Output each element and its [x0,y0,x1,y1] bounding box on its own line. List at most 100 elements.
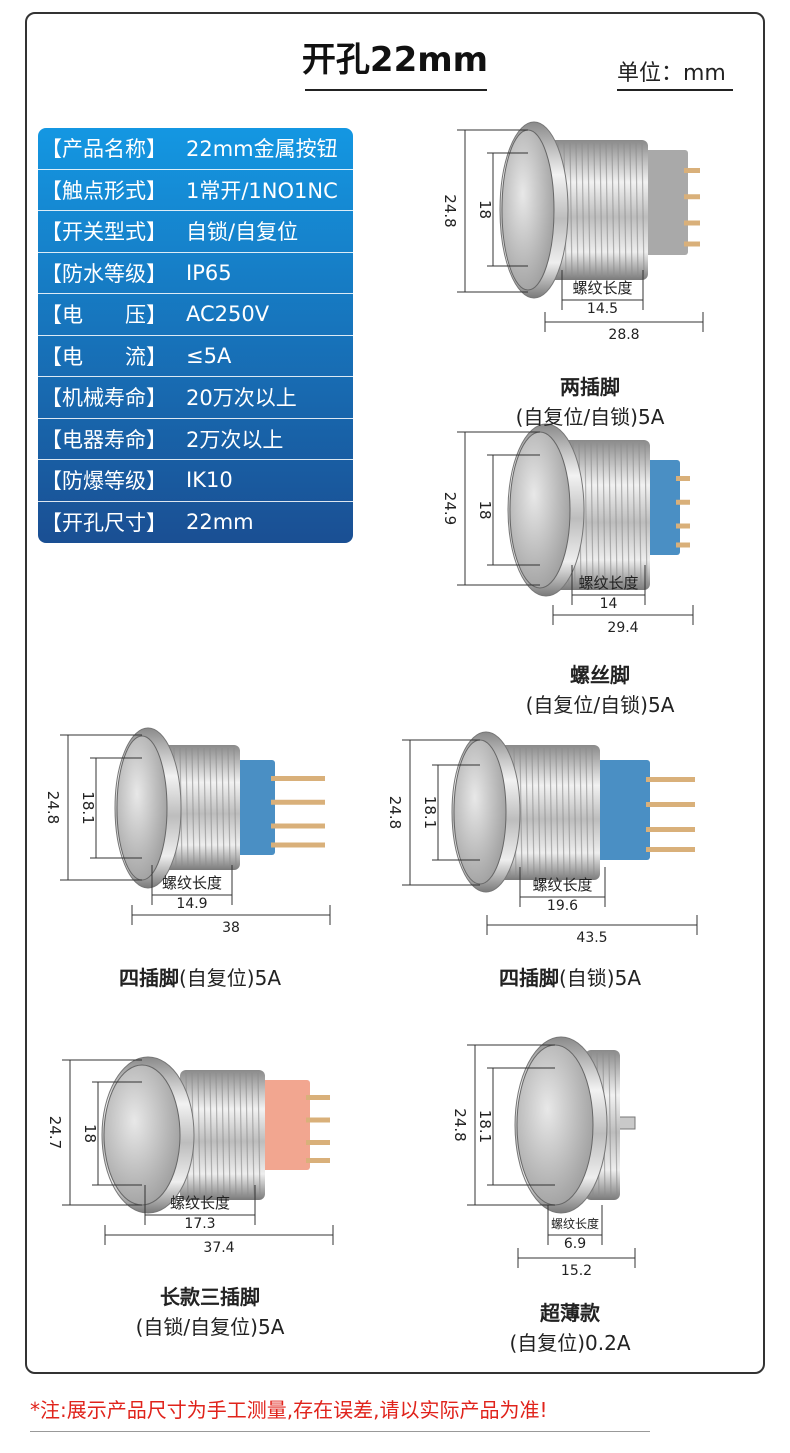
thread-ridge [626,442,630,588]
thread-ridge [605,142,609,278]
thread-ridge [620,442,624,588]
thread-ridge [587,142,591,278]
thread-ridge [591,747,595,878]
button-face [103,1064,181,1206]
thread-ridge [233,747,237,868]
spec-row: 【电 流】≤5A [38,336,353,377]
thread-length-label: 螺纹长度 [572,279,632,297]
thread-length-value: 17.3 [184,1216,215,1232]
thread-ridge [567,747,571,878]
product-mode: (自锁)5A [558,966,642,990]
spec-key: 【机械寿命】 [41,386,167,411]
thread-ridge [584,442,588,588]
spec-row: 【防水等级】IP65 [38,253,353,294]
spec-table: 【产品名称】22mm金属按钮【触点形式】 1常开/1NO1NC 【开关型式】自锁/自… [38,128,353,543]
product-name: 长款三插脚 [160,1285,260,1309]
thread-ridge [638,442,642,588]
total-length-value: 38 [222,920,240,936]
thread-ridge [519,747,523,878]
thread-ridge [635,142,639,278]
thread-length-label: 螺纹长度 [578,574,638,592]
spec-key: 【触点形式】 [41,178,167,203]
title-underline [305,89,487,91]
terminal-pin [684,241,700,247]
threaded-body [540,140,648,280]
unit-label: 单位：mm [617,61,726,86]
terminal-pin [676,542,690,548]
thread-ridge [608,442,612,588]
spec-row: 【电器寿命】2万次以上 [38,419,353,460]
thread-ridge [614,1052,618,1198]
spec-key: 【电 压】 [41,303,167,328]
spec-row: 【防爆等级】IK10 [38,460,353,502]
thread-ridge [209,747,213,868]
inner-diameter-label: 18 [476,200,494,219]
inner-diameter-label: 18.1 [79,791,97,824]
thread-ridge [632,442,636,588]
inner-diameter-label: 18 [476,500,494,519]
product-caption: 四插脚(自锁)5A [499,962,641,991]
spec-value: 自锁/自复位 [186,220,299,245]
product-mode: (自锁/自复位)5A [135,1315,285,1339]
spec-value: IP65 [186,260,232,285]
thread-ridge [537,747,541,878]
thread-ridge [203,1072,207,1198]
thread-ridge [593,142,597,278]
spec-row: 【开孔尺寸】22mm [38,502,353,544]
terminal-block [643,150,688,255]
thread-ridge [569,142,573,278]
thread-ridge [596,442,600,588]
terminal-block [260,1080,310,1170]
outer-diameter-label: 24.8 [441,194,459,227]
terminal-pin [684,194,700,200]
terminal-pin [617,1116,636,1130]
thread-ridge [197,747,201,868]
thread-ridge [617,142,621,278]
thread-ridge [245,1072,249,1198]
inner-diameter-label: 18.1 [476,1110,494,1143]
thread-ridge [555,747,559,878]
spec-key: 【电器寿命】 [41,427,167,452]
thread-ridge [197,1072,201,1198]
button-face [453,739,507,885]
spec-value: 1常开/1NO1NC [186,178,338,203]
spec-value: 20万次以上 [186,386,297,411]
thread-ridge [644,442,648,588]
spec-value: AC250V [186,302,270,327]
thread-ridge [575,142,579,278]
thread-ridge [185,747,189,868]
thread-ridge [221,1072,225,1198]
terminal-pin [306,1117,330,1123]
thread-ridge [215,747,219,868]
inner-diameter-label: 18.1 [421,796,439,829]
outer-diameter-label: 24.8 [451,1108,469,1141]
outer-diameter-label: 24.8 [386,796,404,829]
product-name: 螺丝脚 [570,663,630,687]
footer-note: *注:展示产品尺寸为手工测量,存在误差,请以实际产品为准! [30,1398,548,1422]
thread-length-value: 14.5 [587,301,618,317]
thread-ridge [525,747,529,878]
total-length-value: 43.5 [576,930,607,946]
product-caption: 两插脚 (自复位/自锁)5A [516,372,665,432]
spec-key: 【开孔尺寸】 [41,511,167,536]
product-mode: (自复位/自锁)5A [515,405,665,429]
terminal-pin [684,220,700,226]
terminal-pin [676,523,690,529]
product-name: 两插脚 [560,375,620,399]
terminal-block [645,460,680,555]
thread-length-label: 螺纹长度 [551,1216,599,1231]
spec-row: 【电 压】 AC250V [38,294,353,336]
thread-length-value: 19.6 [547,898,578,914]
spec-row: 【开关型式】自锁/自复位 [38,211,353,253]
thread-ridge [573,747,577,878]
spec-row: 【产品名称】22mm金属按钮 [38,128,353,170]
total-length-value: 15.2 [561,1263,592,1279]
terminal-pin [306,1158,330,1163]
thread-length-value: 14 [600,596,618,612]
thread-ridge [203,747,207,868]
